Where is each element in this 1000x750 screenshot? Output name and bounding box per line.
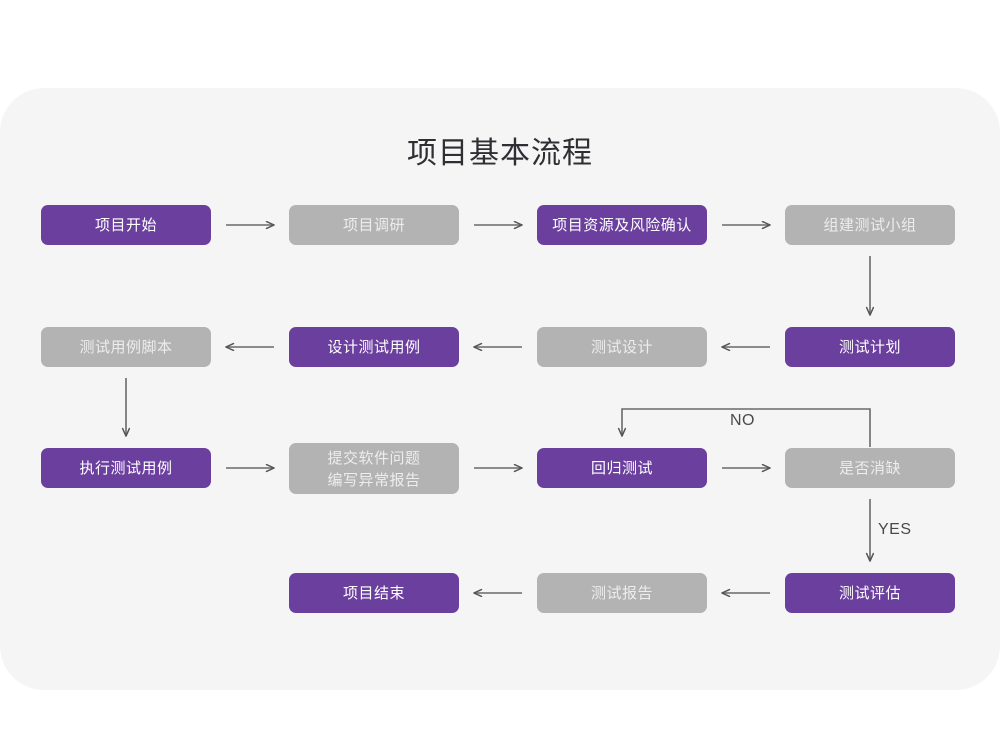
node-project-start[interactable]: 项目开始 (41, 205, 211, 245)
node-execute-test-case[interactable]: 执行测试用例 (41, 448, 211, 488)
node-submit-issue-write-report[interactable]: 提交软件问题 编写异常报告 (289, 443, 459, 494)
node-regression-test[interactable]: 回归测试 (537, 448, 707, 488)
node-resource-risk-confirm[interactable]: 项目资源及风险确认 (537, 205, 707, 245)
node-defect-cleared-decision[interactable]: 是否消缺 (785, 448, 955, 488)
node-test-design[interactable]: 测试设计 (537, 327, 707, 367)
node-test-case-script[interactable]: 测试用例脚本 (41, 327, 211, 367)
edge-label-yes: YES (878, 521, 912, 538)
node-test-evaluation[interactable]: 测试评估 (785, 573, 955, 613)
node-build-test-team[interactable]: 组建测试小组 (785, 205, 955, 245)
node-test-report[interactable]: 测试报告 (537, 573, 707, 613)
node-project-end[interactable]: 项目结束 (289, 573, 459, 613)
node-test-plan[interactable]: 测试计划 (785, 327, 955, 367)
node-project-research[interactable]: 项目调研 (289, 205, 459, 245)
page-title: 项目基本流程 (407, 136, 593, 171)
node-design-test-case[interactable]: 设计测试用例 (289, 327, 459, 367)
edge-label-no: NO (730, 412, 755, 429)
